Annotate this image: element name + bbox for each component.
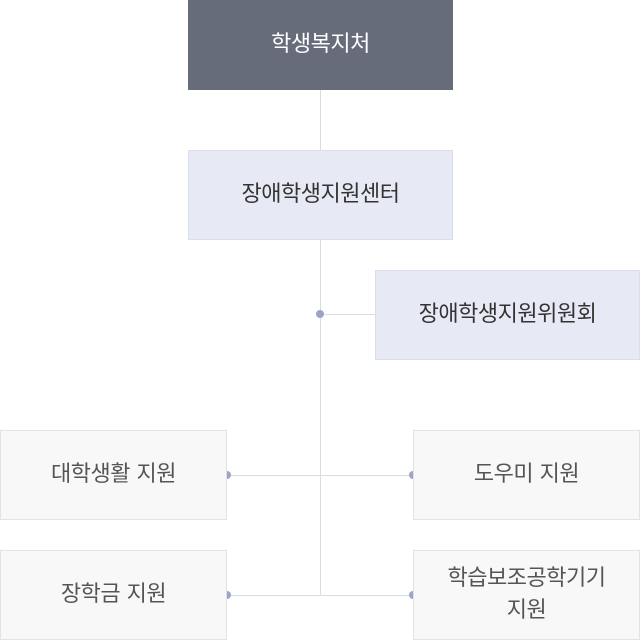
junction-dot-left-1 [223, 471, 231, 479]
unit-box-scholarship-support: 장학금 지원 [0, 550, 227, 640]
unit-box-assistive-technology-support: 학습보조공학기기 지원 [413, 550, 640, 640]
junction-dot-left-2 [223, 591, 231, 599]
connector-row-2 [227, 595, 413, 596]
unit-box-helper-support: 도우미 지원 [413, 430, 640, 520]
connector-main-trunk [320, 240, 321, 596]
root-box-student-welfare: 학생복지처 [188, 0, 453, 90]
junction-dot-committee [316, 310, 324, 318]
center-box-disabled-student-support: 장애학생지원센터 [188, 150, 453, 240]
connector-root-center [320, 90, 321, 150]
committee-box: 장애학생지원위원회 [375, 270, 640, 360]
unit-box-campus-life-support: 대학생활 지원 [0, 430, 227, 520]
connector-row-1 [227, 475, 413, 476]
connector-committee [320, 314, 375, 315]
